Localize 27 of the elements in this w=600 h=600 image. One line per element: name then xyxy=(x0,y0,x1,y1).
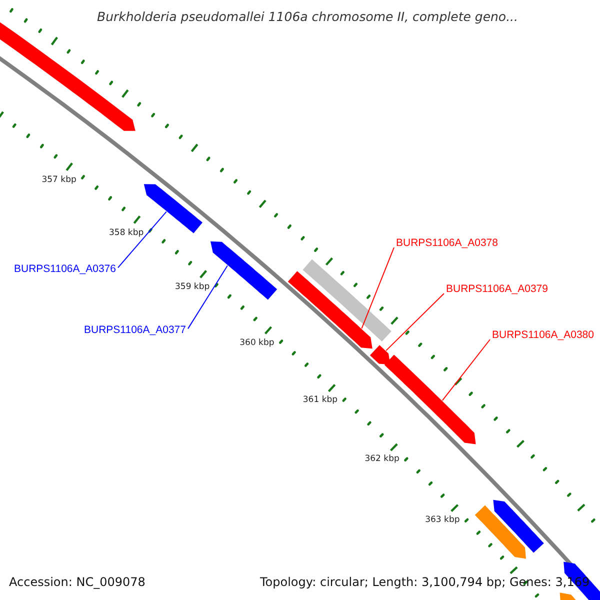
leader-line xyxy=(187,265,228,330)
leader-line xyxy=(361,247,394,329)
gene-block xyxy=(474,505,526,559)
gene-block xyxy=(493,500,544,553)
tick-label: 360 kbp xyxy=(240,338,274,348)
gene-label: BURPS1106A_A0377 xyxy=(84,325,186,336)
leader-line xyxy=(442,339,490,401)
title: Burkholderia pseudomallei 1106a chromosome II, complete geno... xyxy=(97,11,518,24)
gene-block xyxy=(302,259,392,342)
gene-block xyxy=(288,271,372,349)
tick-label: 359 kbp xyxy=(175,282,210,292)
gene-label: BURPS1106A_A0376 xyxy=(14,264,116,274)
tick-label: 363 kbp xyxy=(425,516,460,524)
tick-label: 358 kbp xyxy=(109,228,144,238)
gene-block xyxy=(384,354,476,444)
gene-block xyxy=(370,345,390,365)
gene-block xyxy=(210,241,278,300)
tick-label: 362 kbp xyxy=(364,455,400,464)
accession-text: Accession: NC_009078 xyxy=(9,576,146,588)
leader-line xyxy=(117,211,167,268)
leader-line xyxy=(386,293,444,352)
tick-label: 357 kbp xyxy=(42,176,76,185)
gene-label: BURPS1106A_A0380 xyxy=(492,330,594,340)
tick-label: 361 kbp xyxy=(302,396,338,405)
gene-block xyxy=(144,184,202,234)
gene-label: BURPS1106A_A0379 xyxy=(446,284,548,294)
gene-label: BURPS1106A_A0378 xyxy=(396,238,498,248)
